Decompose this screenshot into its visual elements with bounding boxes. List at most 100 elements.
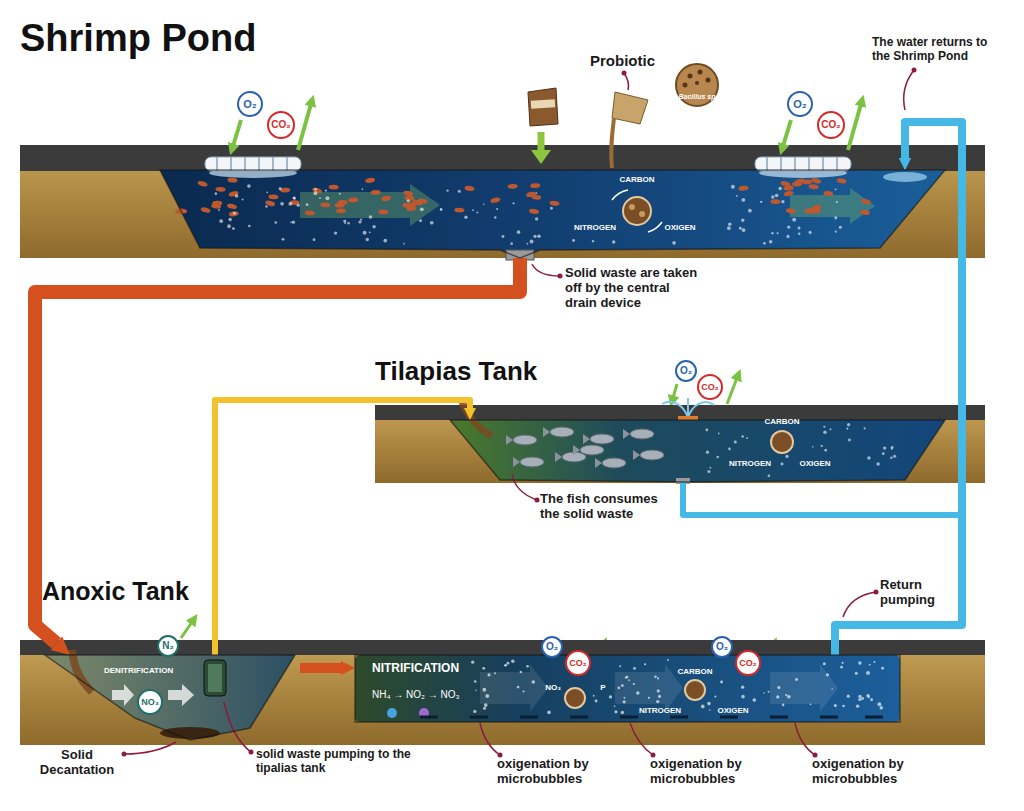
aerator (205, 157, 851, 178)
shrimp (496, 208, 498, 210)
gas-badge: O₂ (541, 636, 563, 658)
shrimp (533, 235, 536, 238)
microbubble (484, 703, 488, 707)
microbubble (826, 673, 829, 676)
microbubble (506, 662, 509, 665)
microbubble (707, 702, 711, 706)
microbubble (658, 695, 661, 698)
microbubble (840, 666, 843, 669)
microbubble (487, 673, 490, 676)
aerator (767, 157, 837, 171)
shrimp (265, 205, 267, 207)
callout-text: Solid waste are taken off by the central… (565, 266, 705, 311)
leader-dot (558, 274, 563, 279)
shrimp (792, 218, 796, 222)
microbubble (866, 694, 870, 698)
leader-dot (122, 752, 127, 757)
shrimp (483, 203, 485, 205)
shrimp (728, 222, 732, 226)
fish (506, 423, 896, 477)
shrimp (672, 241, 676, 245)
microbubble (842, 662, 844, 664)
shrimp (381, 195, 392, 202)
microbubble (648, 697, 650, 699)
shrimp (313, 238, 316, 241)
water-pipe (215, 400, 470, 655)
shrimp (530, 240, 534, 244)
aerator (217, 157, 287, 171)
water-pipe (835, 122, 962, 655)
fish (580, 445, 604, 455)
shrimp (748, 209, 752, 213)
leader-line (124, 70, 914, 755)
shrimp (458, 190, 461, 193)
shrimp (297, 204, 300, 207)
treatment-ground (387, 708, 397, 718)
microbubble (787, 695, 791, 699)
treatment-ground (565, 688, 585, 708)
shrimp (248, 225, 251, 228)
tank-heading: NITRIFICATION (372, 662, 459, 675)
shrimp (839, 226, 842, 229)
callout-text: oxigenation by microbubbles (497, 757, 615, 787)
shrimp (219, 219, 223, 223)
microbubble (763, 692, 765, 694)
shrimp (369, 215, 372, 218)
microbubble (485, 694, 489, 698)
microbubble (474, 680, 477, 683)
shrimp (365, 177, 376, 183)
pond-ground (20, 145, 985, 171)
treatment-ground (355, 655, 900, 722)
fish (734, 440, 737, 443)
shrimp (280, 202, 284, 206)
microbubble (494, 672, 496, 674)
probiotic-icon (698, 70, 703, 75)
fish (830, 428, 832, 430)
leader-line (224, 702, 251, 752)
gas-badge: CO₂ (267, 111, 295, 139)
microbubble (823, 662, 826, 665)
shrimp (794, 178, 805, 185)
tank-outline (355, 655, 900, 722)
shrimp (200, 206, 211, 213)
shrimp (531, 194, 542, 200)
shrimp (860, 209, 871, 216)
gas-arrow (727, 378, 737, 404)
shrimp (419, 219, 422, 222)
shrimp (282, 238, 285, 241)
gas-arrow (181, 622, 192, 638)
microbubble (614, 710, 617, 713)
fish (595, 458, 602, 468)
microbubble (483, 707, 486, 710)
shrimp (769, 240, 773, 244)
leader-line (795, 723, 815, 755)
fish (716, 456, 718, 458)
microbubble (714, 695, 716, 697)
callout-text: The fish consumes the solid waste (540, 492, 665, 522)
microbubble (621, 711, 624, 714)
fish (823, 426, 825, 428)
microbubble (709, 709, 711, 711)
shrimp (550, 207, 553, 210)
leader-dot (249, 750, 254, 755)
pond-ground (300, 184, 440, 226)
shrimp (293, 197, 296, 200)
process-term: NITROGEN (639, 707, 681, 716)
fish (848, 439, 851, 442)
tank-outline (160, 170, 945, 258)
shrimp (501, 235, 504, 238)
microbubble (657, 677, 659, 679)
gas-arrow (181, 104, 861, 670)
gas-badge: CO₂ (817, 111, 845, 139)
process-term: OXIGEN (717, 707, 748, 716)
shrimp (464, 216, 467, 219)
probiotic-icon (611, 118, 614, 168)
fish (520, 457, 544, 467)
microbubble (866, 671, 870, 675)
microbubble (621, 684, 624, 687)
shrimp (783, 185, 793, 191)
treatment-ground (420, 716, 883, 719)
microbubble (532, 680, 535, 683)
feed-bag (528, 88, 558, 164)
leader-line (512, 474, 537, 500)
